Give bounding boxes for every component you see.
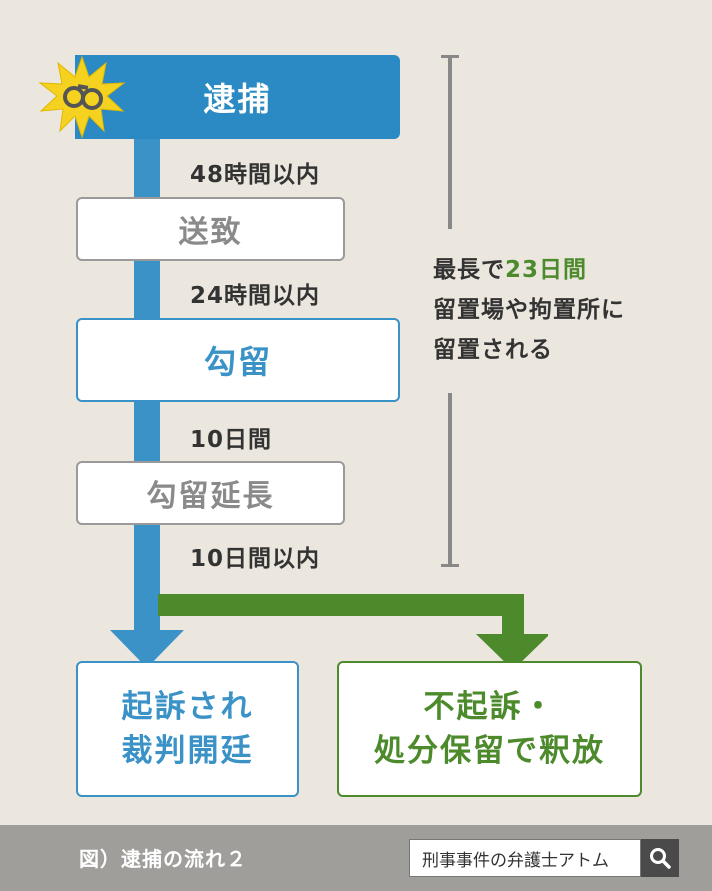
handcuffs-icon (38, 55, 126, 139)
side-note-highlight: 23日間 (505, 257, 588, 283)
arrow-to-kiso (110, 630, 184, 668)
kiso-box: 起訴され 裁判開廷 (76, 661, 299, 797)
duration-24h: 24時間以内 (190, 283, 321, 309)
koryu-label: 勾留 (203, 343, 272, 381)
side-note-line1: 最長で23日間 (433, 257, 588, 283)
soshi-label: 送致 (178, 215, 243, 250)
koryu-box: 勾留 (76, 318, 400, 402)
fukiso-box: 不起訴・ 処分保留で釈放 (337, 661, 642, 797)
side-note: 最長で23日間 留置場や拘置所に 留置される (433, 250, 625, 370)
search-icon (650, 848, 671, 869)
arrow-to-fukiso (158, 594, 548, 670)
koryu-encho-label: 勾留延長 (146, 479, 275, 514)
soshi-box: 送致 (76, 197, 345, 261)
figure-caption: 図）逮捕の流れ２ (79, 847, 247, 871)
duration-10d: 10日間 (190, 427, 273, 453)
side-note-line3: 留置される (433, 337, 553, 363)
search-box-text: 刑事事件の弁護士アトム (422, 850, 609, 871)
kiso-line2: 裁判開廷 (121, 733, 254, 769)
arrest-box: 逮捕 (75, 55, 400, 139)
search-button[interactable] (641, 839, 679, 877)
duration-10d-within: 10日間以内 (190, 546, 321, 572)
side-note-line2: 留置場や拘置所に (433, 297, 625, 323)
arrest-label: 逮捕 (203, 80, 272, 118)
fukiso-line1: 不起訴・ (423, 689, 556, 725)
fukiso-line2: 処分保留で釈放 (374, 733, 605, 769)
koryu-encho-box: 勾留延長 (76, 461, 345, 525)
duration-48h: 48時間以内 (190, 162, 321, 188)
search-box[interactable]: 刑事事件の弁護士アトム (409, 839, 641, 877)
kiso-line1: 起訴され (121, 689, 254, 725)
period-bracket (441, 55, 459, 567)
